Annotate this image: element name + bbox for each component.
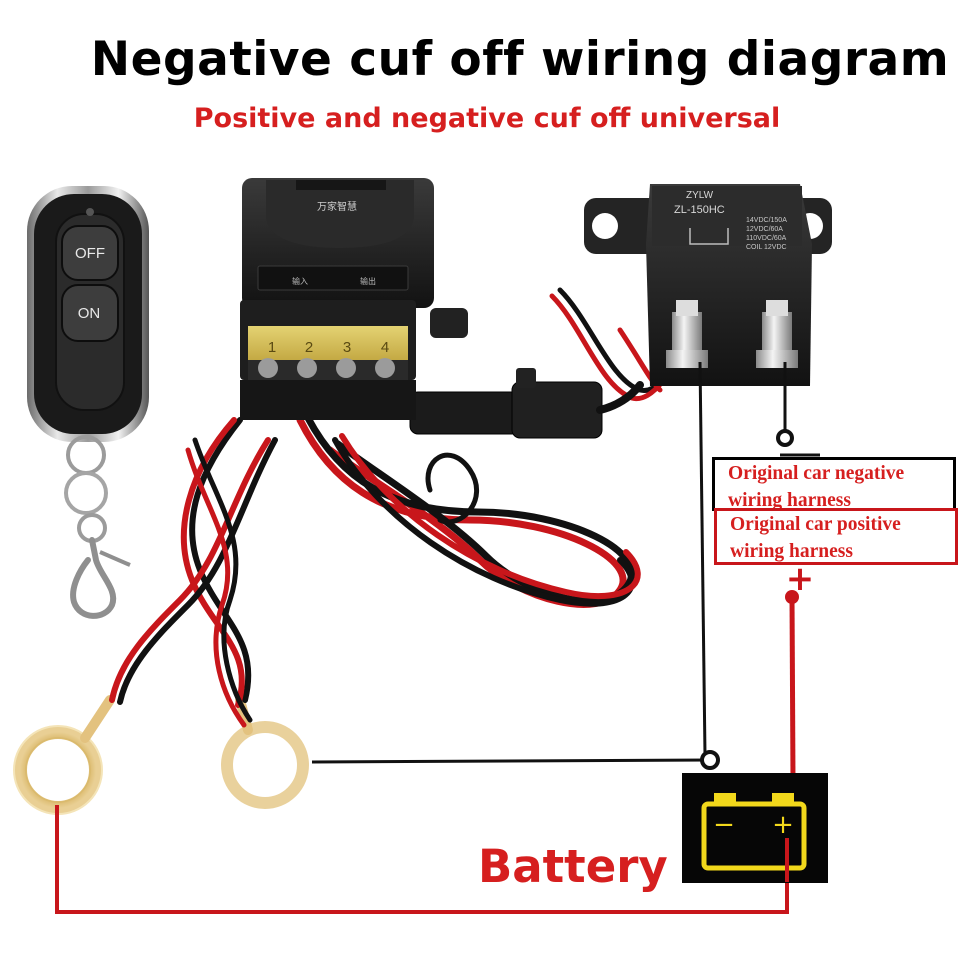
relay-rating-2: 12VDC/60A [746,226,783,233]
relay-coil: COIL 12VDC [746,244,787,251]
terminal-label-1: 1 [268,339,276,356]
battery-plus-symbol: + [772,810,794,840]
off-button-label: OFF [75,245,105,262]
battery-icon: − + [682,773,828,883]
on-button [61,284,119,342]
negative-terminal-point [776,429,794,447]
receiver-output-caption: 输出 [360,276,376,286]
page-subtitle: Positive and negative cuf off universal [193,103,781,134]
relay-brand: ZYLW [686,190,714,201]
battery-label: Battery [478,840,668,893]
receiver-input-caption: 输入 [292,276,308,286]
negative-harness-line-1: Original car negative [728,463,905,484]
negative-harness-line-2: wiring harness [728,490,851,511]
ring-terminal-icon [13,695,309,815]
battery-negative-point [700,750,720,770]
terminal-screws [258,358,395,378]
off-button [61,225,119,281]
wire-bundles [109,287,693,728]
terminal-label-4: 4 [381,339,389,356]
terminal-label-2: 2 [305,339,313,356]
page-title: Negative cuf off wiring diagram [90,32,950,87]
key-fob-remote-icon: OFF ON [27,186,149,619]
terminal-label-3: 3 [343,339,351,356]
relay-rating-1: 14VDC/150A [746,217,787,224]
relay-icon: ZYLW ZL-150HC 14VDC/150A 12VDC/60A 110VD… [584,184,832,386]
positive-harness-label: Original car positive wiring harness [714,508,958,565]
on-button-label: ON [78,305,101,322]
relay-model: ZL-150HC [674,204,725,216]
battery-minus-symbol: − [713,810,735,840]
receiver-module-icon: 万家智慧 输入 输出 1 2 3 4 [240,178,468,420]
positive-terminal-point [785,590,799,604]
positive-harness-line-1: Original car positive [730,514,901,535]
positive-harness-line-2: wiring harness [730,541,853,562]
receiver-brand-text: 万家智慧 [317,200,357,213]
positive-polarity-mark: + [786,559,815,599]
negative-harness-label: Original car negative wiring harness [712,457,956,511]
relay-rating-3: 110VDC/60A [746,235,787,242]
relay-studs [666,300,798,368]
